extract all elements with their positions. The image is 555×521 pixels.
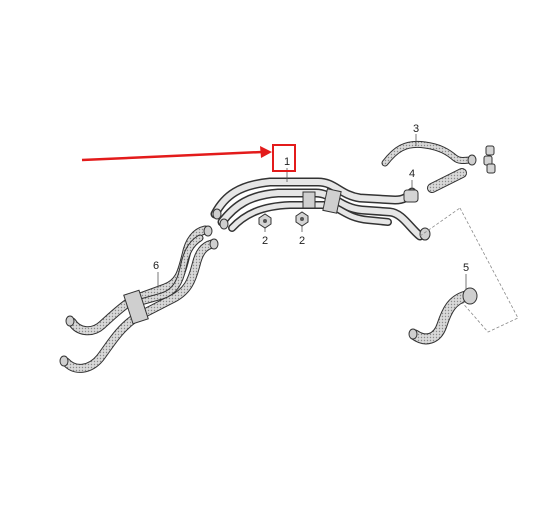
dashed-reference-frame <box>419 207 519 333</box>
callout-part-3: 3 <box>413 123 419 135</box>
hose-clamp <box>123 289 149 325</box>
pipe-end-fitting <box>219 218 229 230</box>
red-arrow-head <box>260 146 272 158</box>
elbow-hose-part-5 <box>408 287 478 345</box>
callout-part-4: 4 <box>409 168 415 180</box>
leader-lines <box>157 134 467 290</box>
callout-part-2-left: 2 <box>262 235 268 247</box>
red-highlight-box <box>272 144 296 172</box>
hose-part-4 <box>427 168 467 193</box>
callout-part-1: 1 <box>284 156 290 168</box>
callout-part-5: 5 <box>463 262 469 274</box>
pipe-end-fitting <box>419 227 431 241</box>
hose-clips <box>483 145 496 174</box>
nut-part-2-left <box>258 213 272 232</box>
pipe-bracket <box>302 191 316 209</box>
hose-set-part-6 <box>59 225 219 373</box>
callout-part-6: 6 <box>153 260 159 272</box>
connector-part-4 <box>403 180 419 203</box>
callout-part-2-right: 2 <box>299 235 305 247</box>
pipe-bracket <box>322 188 342 214</box>
highlight-annotation <box>81 144 296 172</box>
hose-part-3 <box>381 140 477 167</box>
nut-part-2-right <box>295 211 309 232</box>
coolant-pipe-assembly <box>210 177 431 241</box>
red-arrow-shaft <box>81 150 263 162</box>
pipe-end-fitting <box>212 208 222 220</box>
